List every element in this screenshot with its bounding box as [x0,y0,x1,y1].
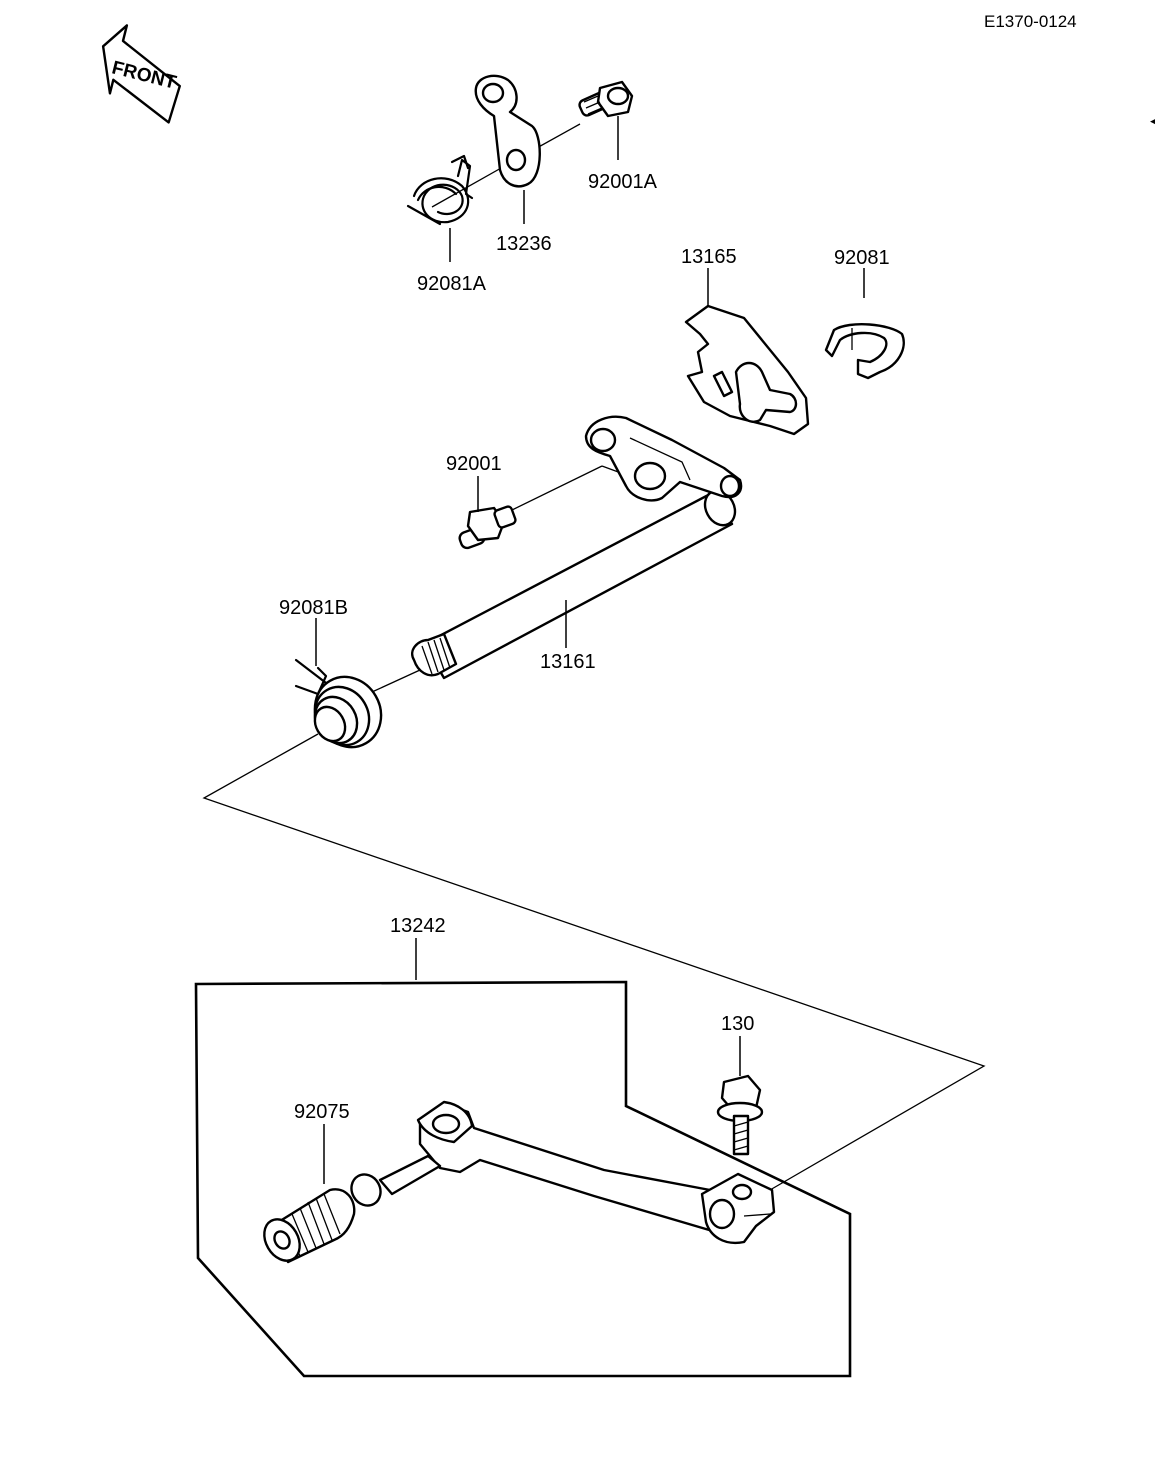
spring-clip-92081-icon [824,323,905,380]
part-label-130: 130 [721,1013,754,1035]
part-label-92075: 92075 [294,1101,350,1123]
svg-text:◂: ◂ [1150,111,1155,130]
part-label-92081: 92081 [834,247,890,269]
part-label-92081a: 92081A [417,273,487,295]
shift-shaft-13161-icon [411,415,743,680]
part-label-92081b: 92081B [279,597,348,619]
drawing-code: E1370-0124 [984,12,1077,31]
shift-pedal-arm-icon [378,1100,776,1245]
bolt-92001-icon [458,505,517,550]
part-label-92001: 92001 [446,453,502,475]
flange-bolt-130-icon [716,1074,764,1156]
part-label-13236: 13236 [496,233,552,255]
part-label-92001a: 92001A [588,171,658,193]
part-label-13165: 13165 [681,246,737,268]
torsion-spring-92081b-icon [294,658,383,749]
torsion-spring-92081a-icon [406,154,474,226]
bolt-92001a-icon [578,80,634,118]
part-label-13161: 13161 [540,651,596,673]
assembly-13242-frame [194,980,852,1378]
guide-plate-13165-icon [684,304,810,436]
pedal-rubber-92075-icon [263,1173,382,1264]
front-direction-arrow-icon: FRONT [101,24,181,124]
lever-plate-13236-icon [474,74,541,188]
part-label-13242: 13242 [390,915,446,937]
